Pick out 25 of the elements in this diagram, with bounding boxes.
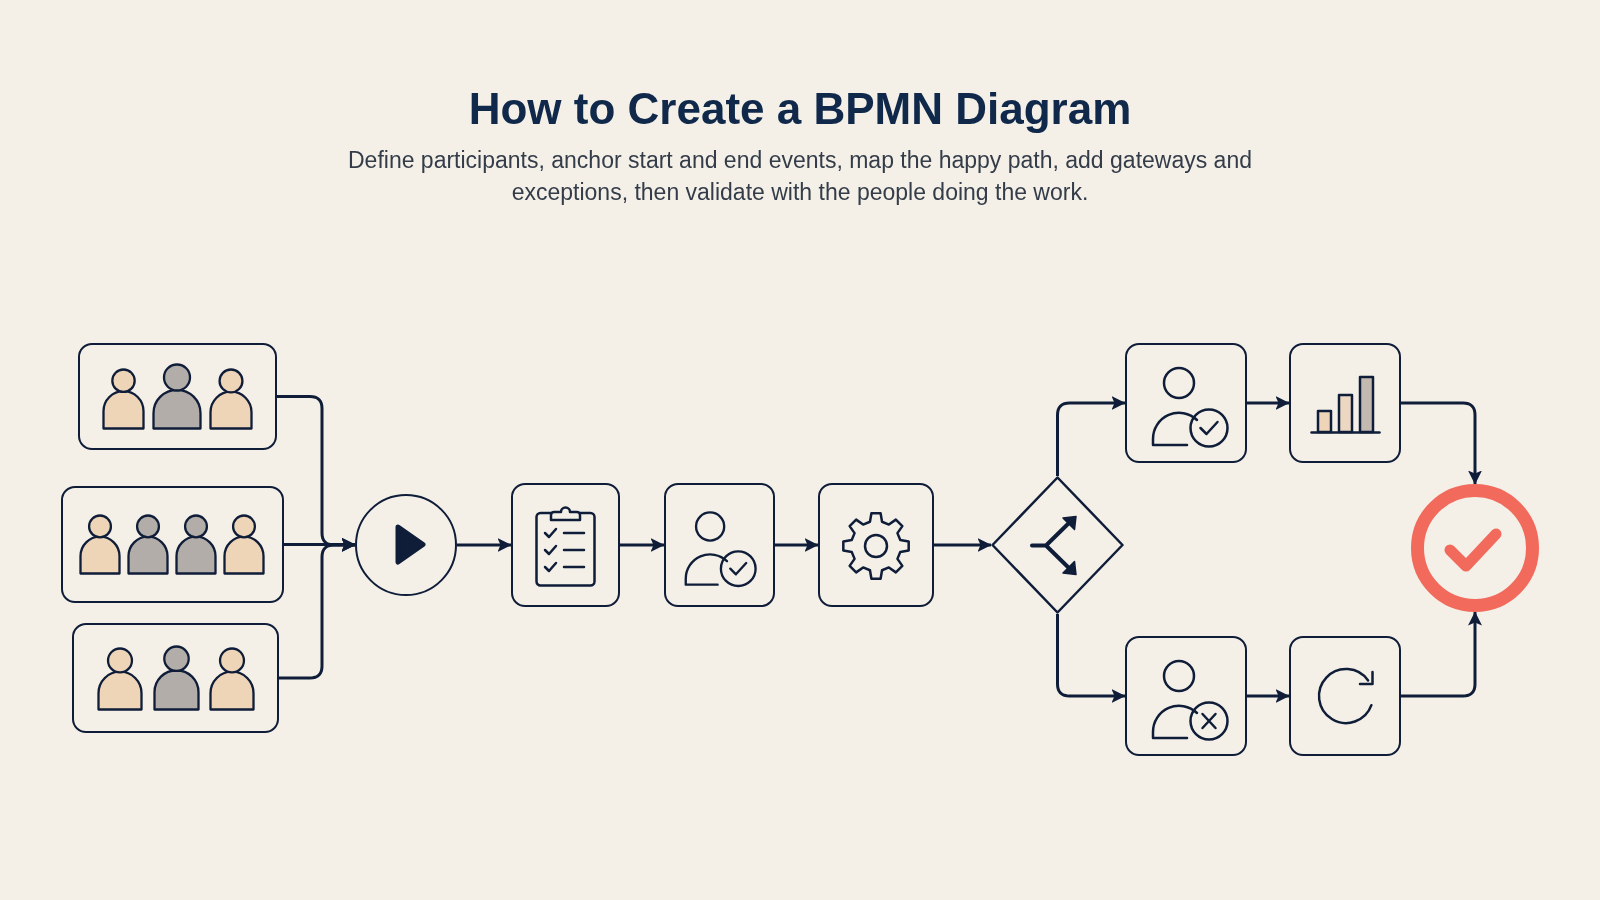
flow-arrow — [934, 538, 992, 552]
flow-arrow — [1401, 611, 1482, 698]
gateway-diamond — [991, 476, 1124, 614]
task-box — [1289, 343, 1401, 463]
flow-arrow — [775, 538, 819, 552]
participant-box — [78, 343, 277, 450]
flow-arrow — [1056, 396, 1126, 476]
flow-arrow — [1247, 689, 1290, 703]
flow-arrow — [620, 538, 665, 552]
flow-arrow — [457, 538, 512, 552]
task-box — [664, 483, 775, 607]
task-box — [818, 483, 934, 607]
participant-box — [72, 623, 279, 733]
subtitle: Define participants, anchor start and end events, map the happy path, add gateways and exceptions, then validate with the people doing the work. — [347, 146, 1253, 207]
participant-box — [61, 486, 284, 603]
flow-arrow — [284, 537, 356, 552]
flow-arrow — [1401, 401, 1482, 485]
task-box — [511, 483, 620, 607]
title: How to Create a BPMN Diagram — [468, 83, 1132, 135]
flow-arrow — [1056, 614, 1126, 703]
task-box — [1125, 343, 1247, 463]
task-box — [1289, 636, 1401, 756]
flow-arrow — [279, 538, 356, 680]
task-box — [1125, 636, 1247, 756]
flow-arrow — [1247, 396, 1290, 410]
